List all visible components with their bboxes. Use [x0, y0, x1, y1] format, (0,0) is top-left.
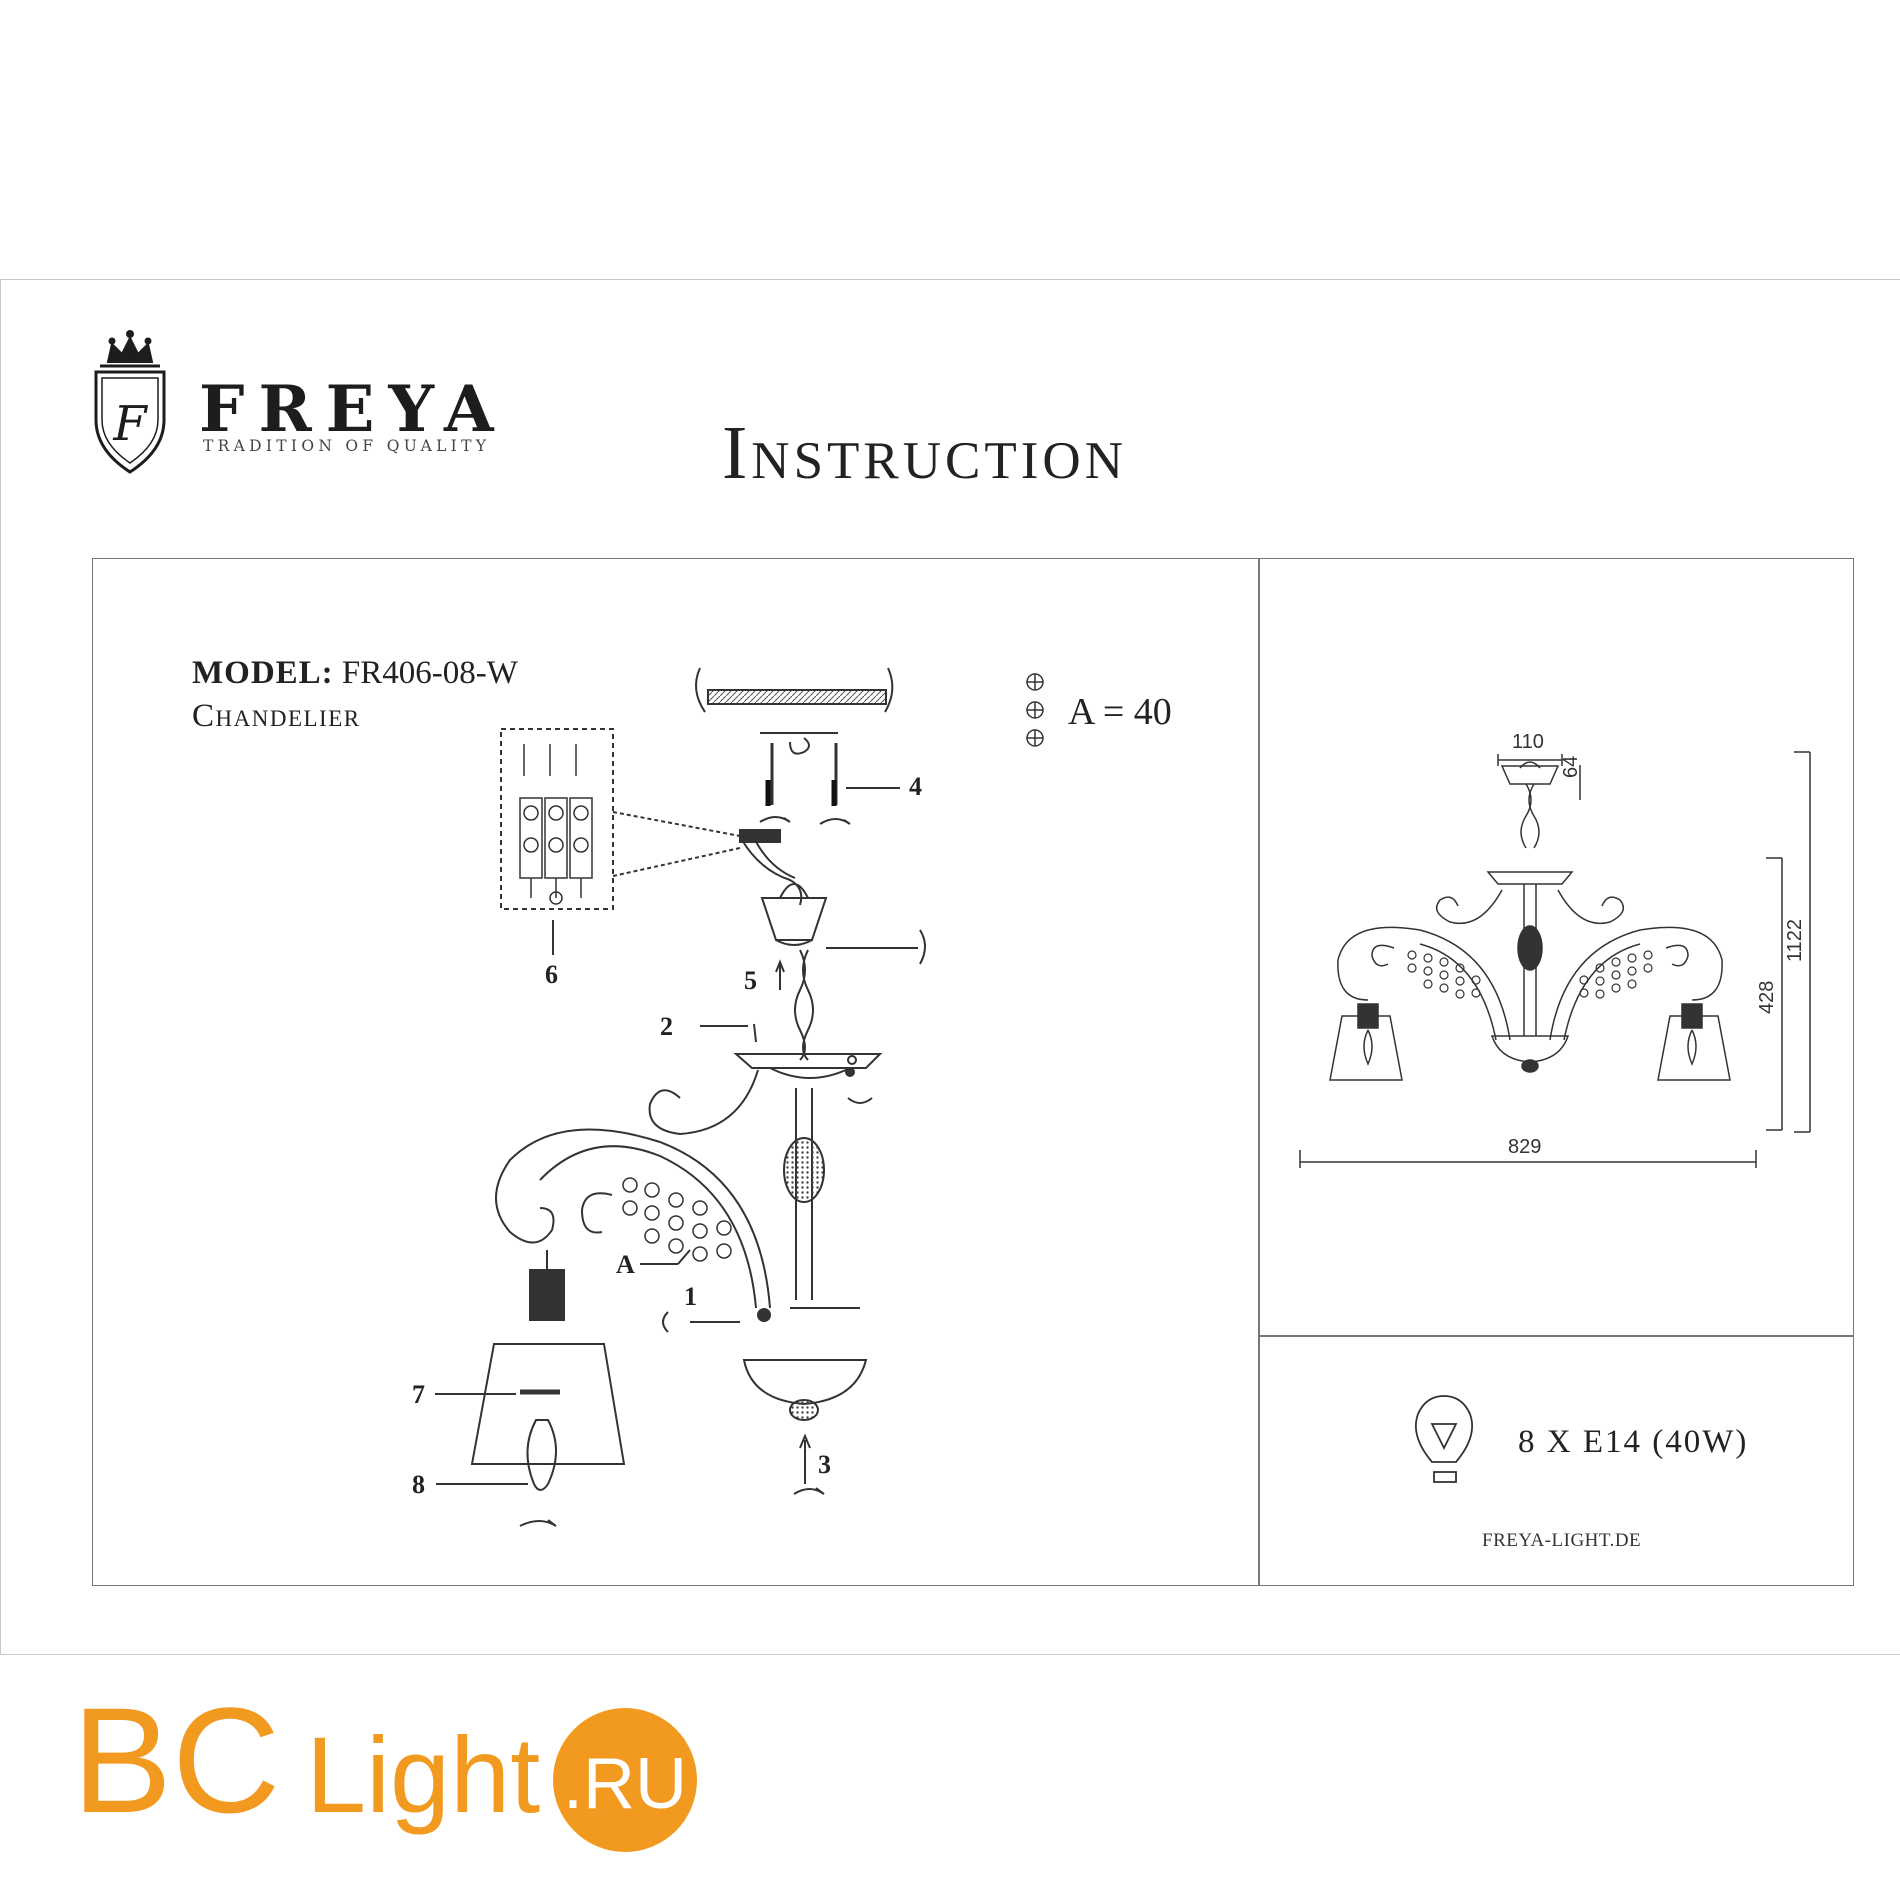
callout-8: 8 [412, 1470, 425, 1499]
model-code: FR406-08-W [341, 655, 518, 691]
brand-tagline: TRADITION OF QUALITY [203, 437, 491, 455]
dim-canopy-width: 110 [1512, 731, 1544, 753]
instruction-frame [92, 558, 1854, 1586]
callout-5: 5 [744, 966, 757, 995]
callout-4: 4 [909, 772, 922, 801]
watermark-logo: BC Light .RU [72, 1676, 697, 1852]
watermark-light: Light [306, 1714, 540, 1835]
dim-overall-width: 829 [1508, 1136, 1542, 1158]
logo-letter: F [112, 396, 148, 452]
website-link[interactable]: FREYA-LIGHT.DE [1482, 1530, 1642, 1551]
crystal-count: A = 40 [1068, 691, 1172, 733]
bulb-spec: 8 X E14 (40W) [1518, 1424, 1749, 1460]
callout-a: A [616, 1250, 635, 1279]
callout-3: 3 [818, 1450, 831, 1479]
frame-divider-horizontal [1258, 1335, 1854, 1337]
watermark-ru: .RU [563, 1744, 687, 1824]
crystal-icon [1026, 673, 1044, 747]
callout-7: 7 [412, 1380, 425, 1409]
instruction-sheet [0, 279, 1900, 1655]
callout-2: 2 [660, 1012, 673, 1041]
callout-6: 6 [545, 960, 558, 989]
brand-name: FREYA [199, 372, 508, 447]
page-title: Instruction [722, 411, 1127, 495]
frame-divider-vertical [1258, 558, 1260, 1586]
watermark-bc: BC [72, 1676, 280, 1844]
model-line: MODEL: FR406-08-W [192, 655, 518, 692]
model-type: Chandelier [192, 698, 361, 734]
callout-1: 1 [684, 1282, 697, 1311]
model-label: MODEL: [192, 655, 334, 691]
